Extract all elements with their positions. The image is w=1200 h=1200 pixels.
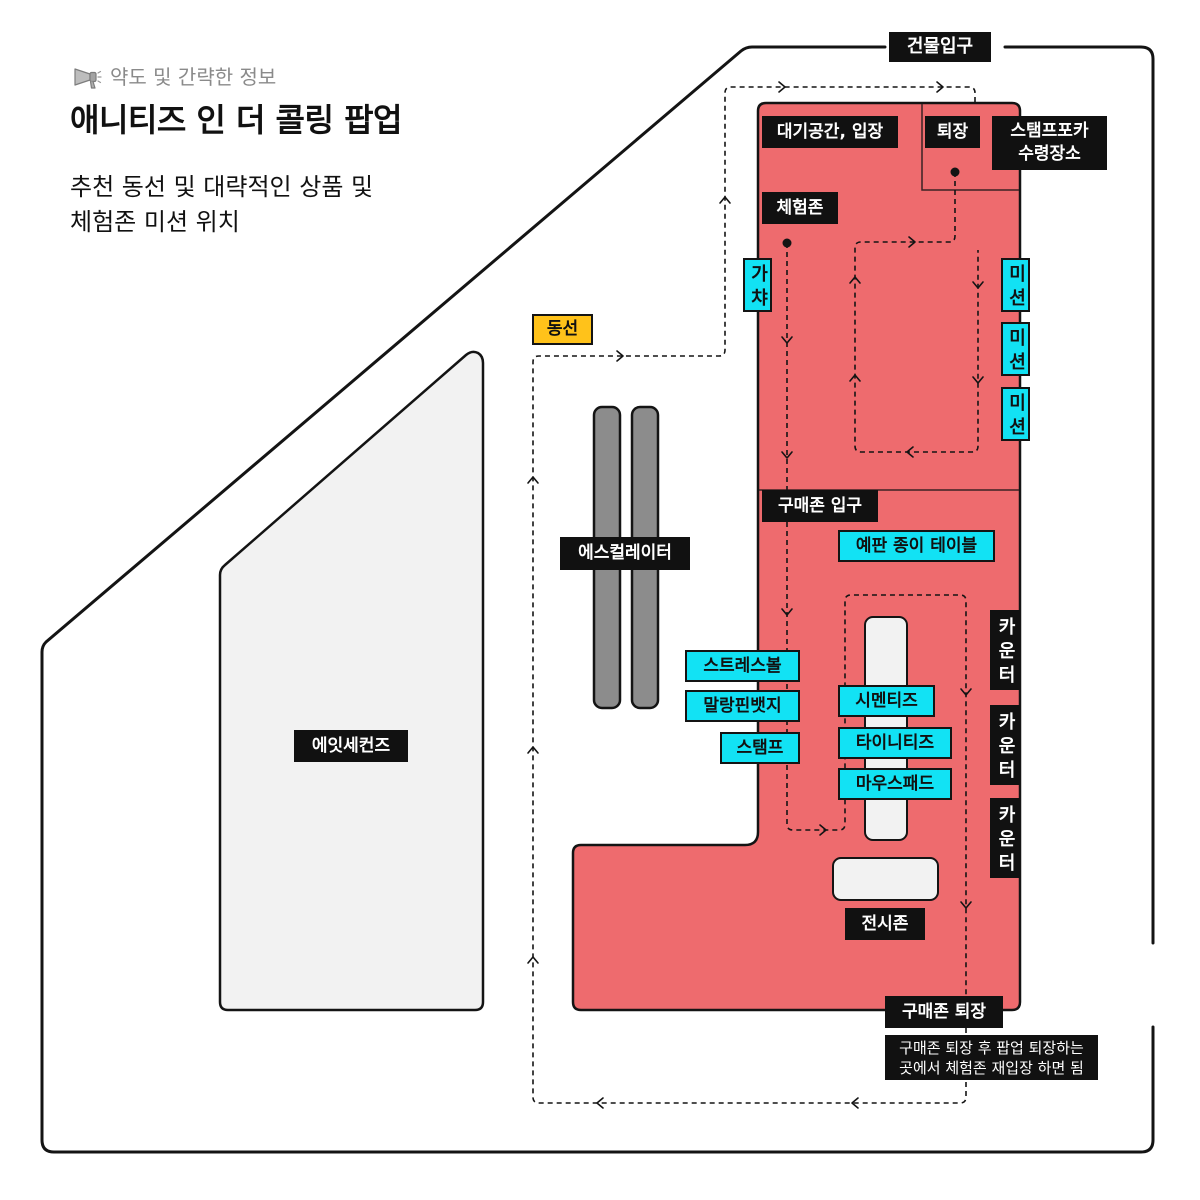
stamp-photocard-pickup-label: 스탬프포카 수령장소 (992, 116, 1107, 170)
purchase-zone-entry-label: 구매존 입구 (762, 490, 878, 522)
route-exit-dot (950, 167, 960, 177)
route-arrow (936, 81, 944, 93)
stamp-photocard-pickup-line-2: 수령장소 (1018, 144, 1081, 164)
product-label-stress-ball: 스트레스볼 (685, 650, 800, 682)
route-arrow (972, 281, 984, 289)
route-arrow (719, 196, 731, 204)
route-arrow (527, 746, 539, 754)
route-arrow (849, 276, 861, 284)
route-arrow (781, 336, 793, 344)
mission-label-text: 미션 (1005, 393, 1027, 441)
counter-label: 카운터 (990, 798, 1020, 878)
counter-label-text: 카운터 (995, 712, 1016, 784)
reentry-note-line-1: 구매존 퇴장 후 팝업 퇴장하는 (899, 1038, 1084, 1057)
counter-label-text: 카운터 (995, 805, 1016, 877)
reentry-note: 구매존 퇴장 후 팝업 퇴장하는 곳에서 체험존 재입장 하면 됨 (885, 1035, 1098, 1080)
gacha-label: 가챠 (743, 258, 772, 312)
product-label-cementeez: 시멘티즈 (838, 685, 935, 717)
route-arrow (778, 81, 786, 93)
stamp-photocard-pickup-line-1: 스탬프포카 (1010, 121, 1089, 141)
neighbor-store-shape (218, 350, 485, 1012)
building-outline (40, 45, 1155, 1154)
route-arrow (596, 1097, 604, 1109)
megaphone-icon (72, 63, 102, 91)
route-arrow (781, 451, 793, 459)
gacha-label-text: 가챠 (747, 264, 769, 312)
route-path-outer (532, 86, 976, 1104)
route-arrow (527, 956, 539, 964)
route-arrow (849, 374, 861, 382)
mission-label: 미션 (1001, 322, 1030, 376)
route-arrow (851, 1097, 859, 1109)
mission-label-text: 미션 (1005, 328, 1027, 376)
page-title: 애니티즈 인 더 콜링 팝업 (70, 101, 402, 139)
route-arrow (972, 376, 984, 384)
route-arrow (906, 446, 914, 458)
mission-label: 미션 (1001, 387, 1030, 441)
product-label-stamp: 스탬프 (720, 732, 800, 764)
display-zone-label: 전시존 (845, 908, 925, 940)
route-arrows (527, 81, 984, 1109)
route-start-dot (782, 238, 792, 248)
map-kicker: 약도 및 간략한 정보 (110, 65, 277, 89)
route-arrow (819, 824, 827, 836)
route-legend-badge: 동선 (532, 314, 593, 345)
route-arrow (960, 901, 972, 909)
purchase-zone-exit-label: 구매존 퇴장 (885, 996, 1003, 1028)
page-description-line-1: 추천 동선 및 대략적인 상품 및 (70, 173, 374, 201)
product-label-tinyteez: 타이니티즈 (838, 727, 952, 759)
route-arrow (908, 236, 916, 248)
counter-label: 카운터 (990, 705, 1020, 785)
route-arrow (960, 688, 972, 696)
building-entrance-label: 건물입구 (889, 32, 991, 62)
reentry-note-line-2: 곳에서 체험존 재입장 하면 됨 (899, 1058, 1084, 1077)
counter-label: 카운터 (990, 610, 1020, 690)
neighbor-store-label: 에잇세컨즈 (294, 730, 408, 762)
route-arrow (616, 350, 624, 362)
waiting-entry-label: 대기공간, 입장 (762, 116, 898, 148)
experience-zone-label: 체험존 (762, 192, 838, 224)
route-arrow (527, 476, 539, 484)
preorder-paper-table-label: 예판 종이 테이블 (838, 530, 995, 562)
product-label-pin-badge: 말랑핀뱃지 (685, 690, 800, 722)
route-arrow (781, 608, 793, 616)
page-description-line-2: 체험존 미션 위치 (70, 208, 240, 236)
counter-label-text: 카운터 (995, 617, 1016, 689)
escalator-label: 에스컬레이터 (560, 537, 690, 570)
mission-label: 미션 (1001, 258, 1030, 312)
product-label-mousepad: 마우스패드 (838, 768, 952, 800)
mission-label-text: 미션 (1005, 264, 1027, 312)
display-table-wide (832, 857, 939, 901)
exit-label: 퇴장 (925, 116, 980, 148)
